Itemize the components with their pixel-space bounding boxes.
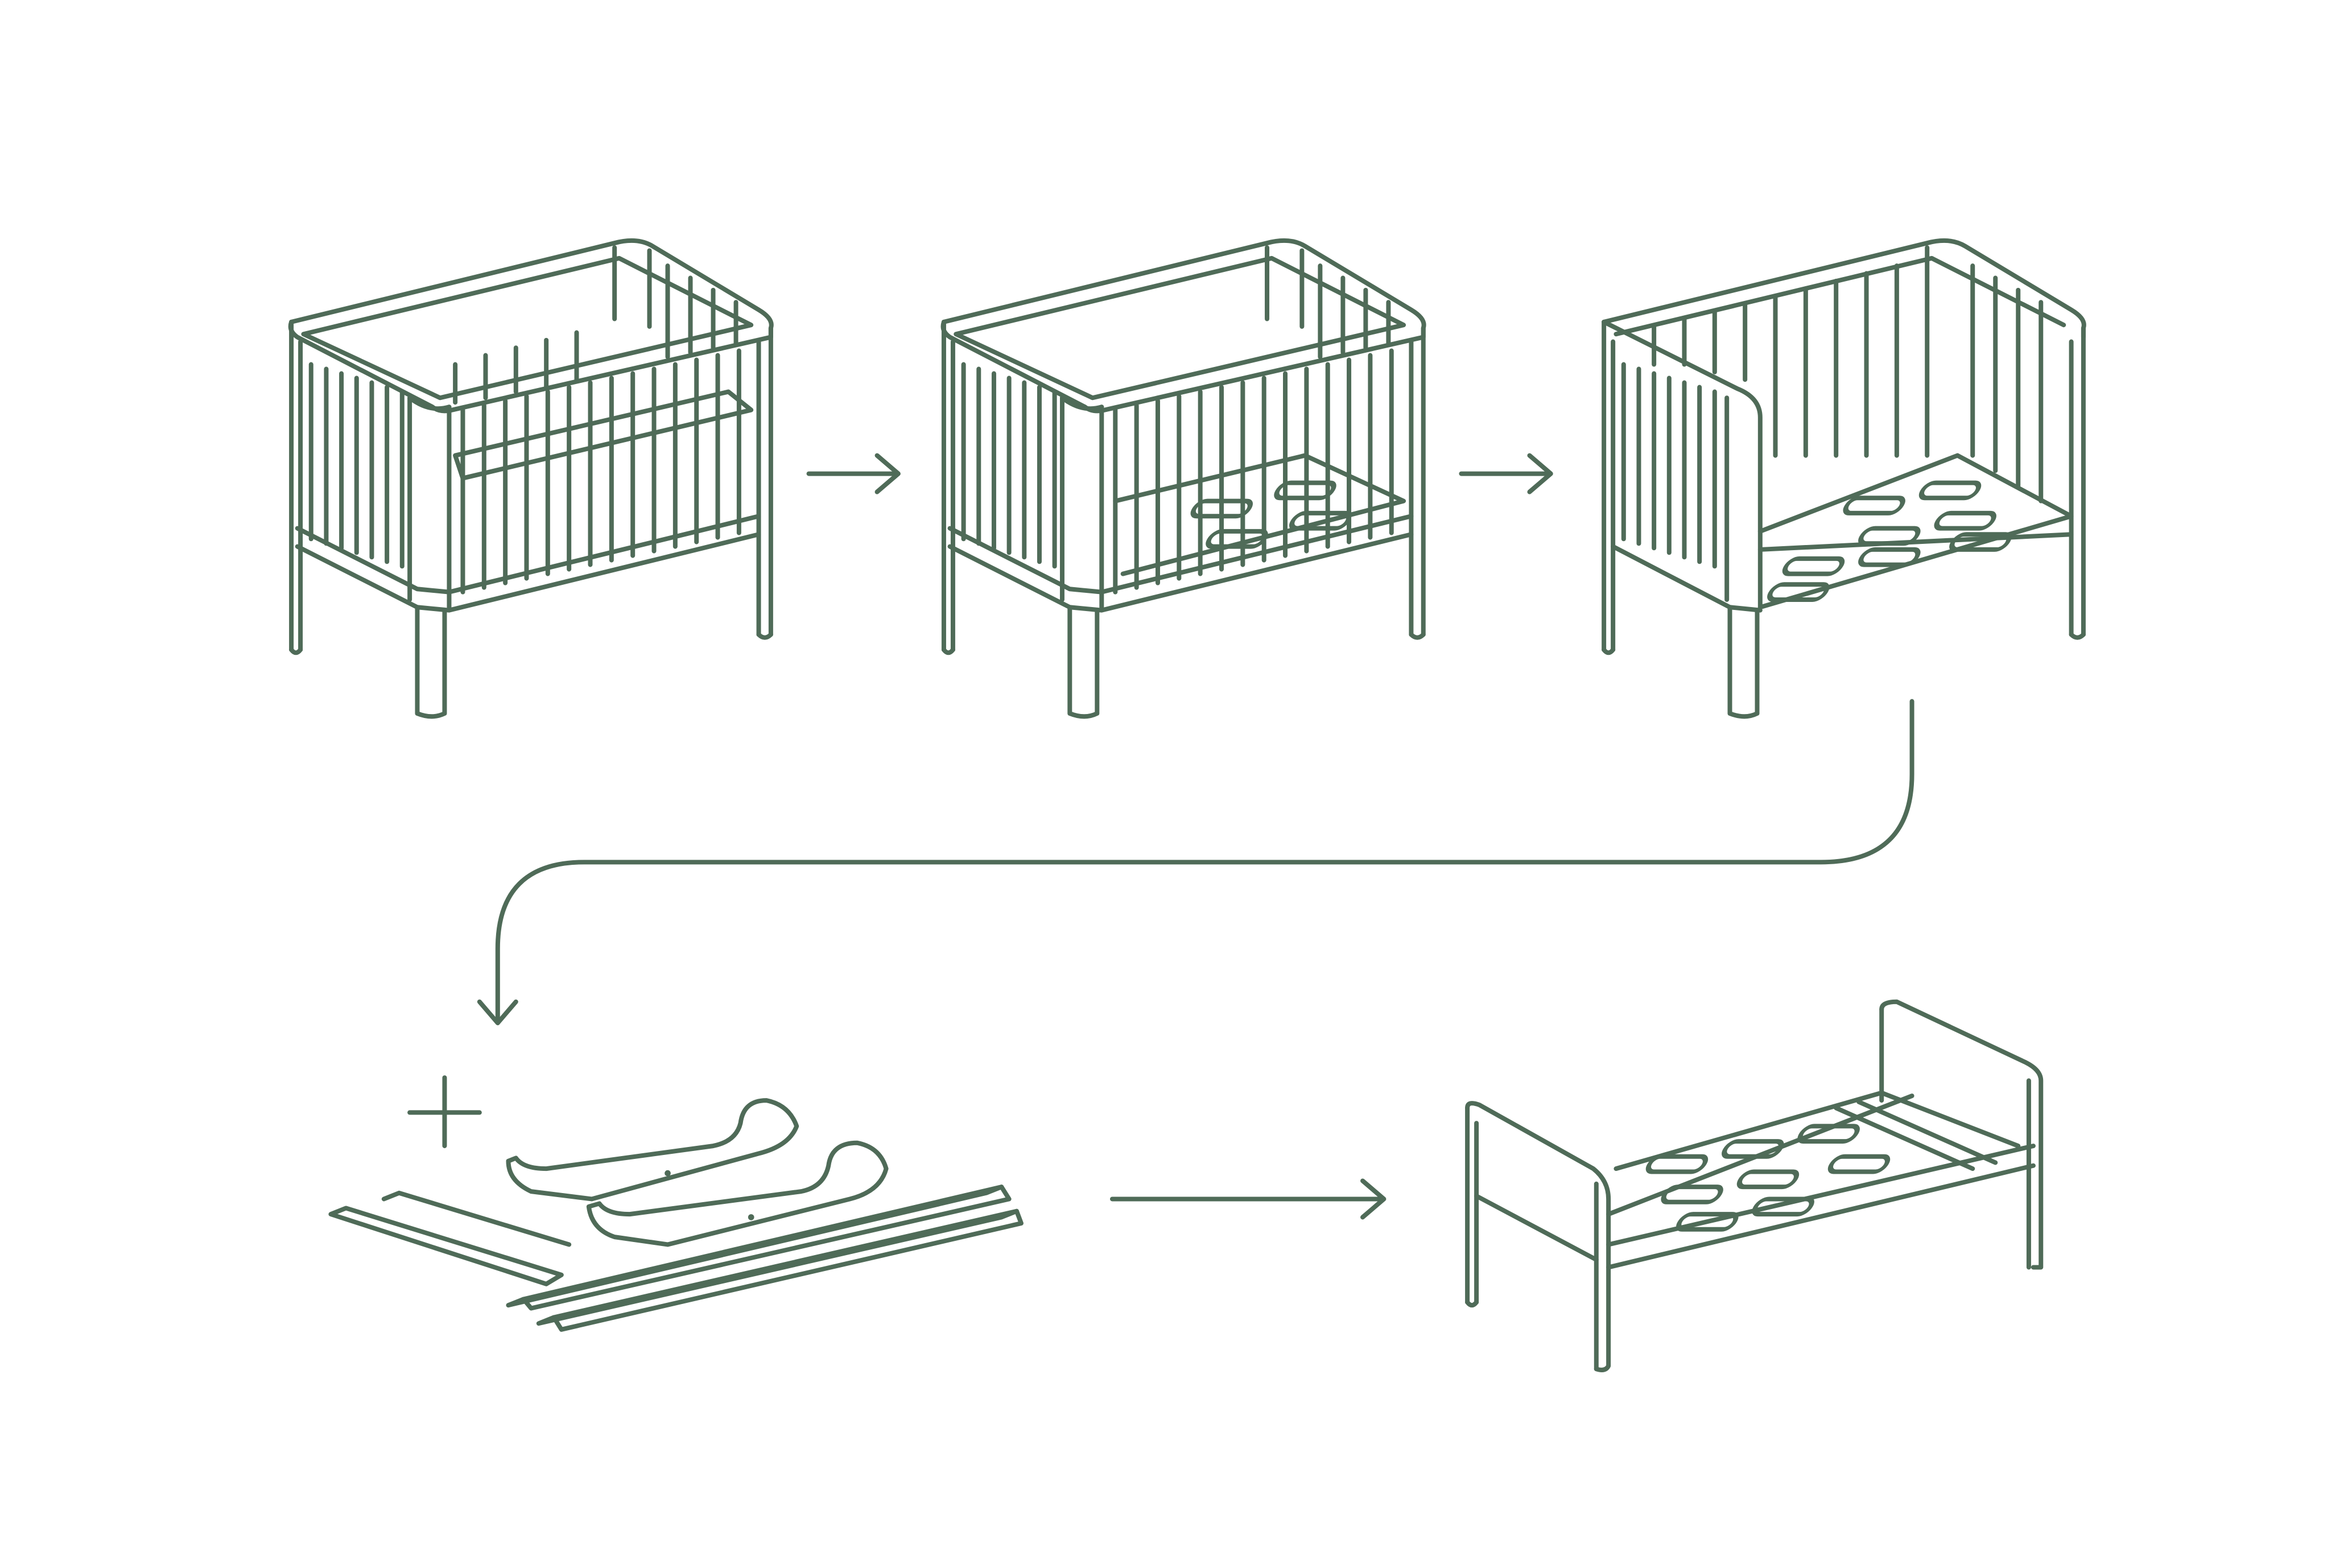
junior-bed-icon	[1465, 999, 2044, 1372]
curved-arrow-down-icon	[477, 699, 1914, 1026]
plus-icon	[407, 1075, 482, 1149]
toddler-bed-open-side-icon	[1602, 238, 2086, 719]
arrow-right-icon	[806, 453, 901, 494]
arrow-right-icon	[1109, 1178, 1387, 1220]
crib-high-mattress-icon	[288, 238, 774, 719]
crib-low-mattress-icon	[940, 238, 1426, 719]
extension-kit-parts-icon	[328, 1098, 1024, 1332]
arrow-right-icon	[1459, 453, 1553, 494]
